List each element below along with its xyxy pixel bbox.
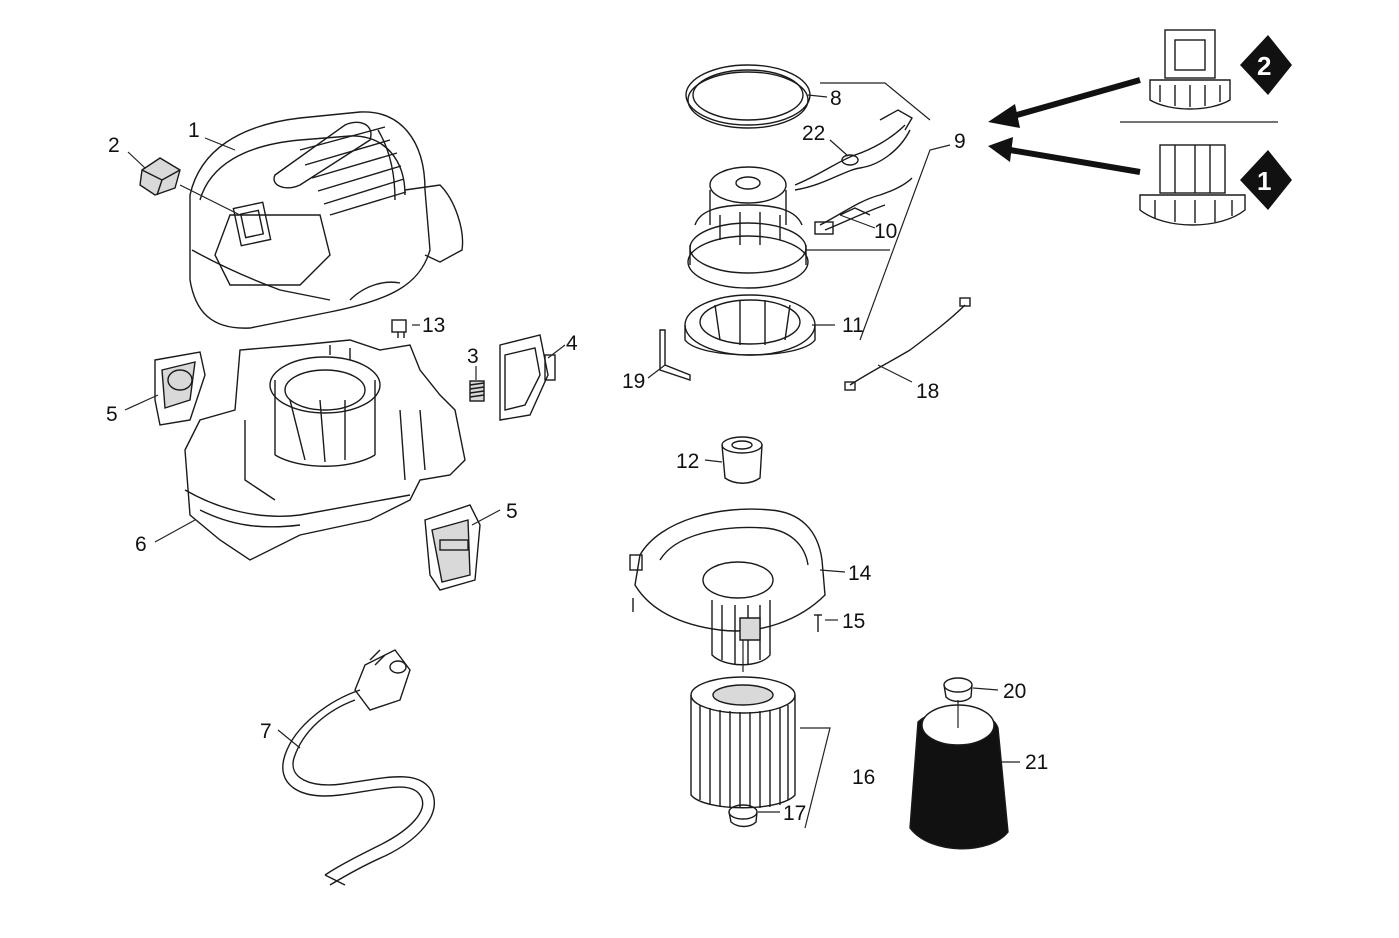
- callout-21: 21: [1025, 751, 1048, 774]
- callout-6: 6: [135, 533, 147, 556]
- callout-18: 18: [916, 380, 939, 403]
- leader-lines: [124, 82, 1020, 829]
- part-16-cartridge-filter[interactable]: [690, 676, 796, 809]
- callout-numbers: 1 2 3 4 5 5 6 7 8 9 10 11 12 13 14 15 16…: [106, 87, 1048, 825]
- variant-1-badge: 1: [1240, 150, 1292, 210]
- part-10-brush-wiring[interactable]: [814, 177, 913, 235]
- part-20-cap[interactable]: [943, 677, 973, 703]
- part-8-gasket[interactable]: [685, 64, 811, 129]
- callout-11: 11: [842, 314, 864, 337]
- callout-4: 4: [566, 332, 578, 355]
- variant-2-arrow: [988, 77, 1141, 128]
- callout-16: 16: [852, 766, 875, 789]
- callout-14: 14: [848, 562, 872, 585]
- part-9-motor[interactable]: [687, 166, 809, 289]
- callout-15: 15: [842, 610, 865, 633]
- part-4-bracket[interactable]: [499, 334, 556, 421]
- variant-1-arrow: [988, 137, 1141, 175]
- callout-7: 7: [260, 720, 272, 743]
- callout-17: 17: [783, 802, 806, 825]
- callout-3: 3: [467, 345, 479, 368]
- part-14-filter-housing[interactable]: [629, 508, 826, 666]
- callout-13: 13: [422, 314, 445, 337]
- callout-22: 22: [802, 122, 825, 145]
- callout-2: 2: [108, 134, 120, 157]
- callout-19: 19: [622, 370, 645, 393]
- part-19-clip[interactable]: [659, 329, 691, 381]
- part-13-connector[interactable]: [391, 319, 407, 338]
- variant-2-label: 2: [1257, 51, 1271, 81]
- callout-12: 12: [676, 450, 699, 473]
- variant-2-motor-thumbnail[interactable]: [1149, 29, 1231, 110]
- part-2-switch[interactable]: [139, 157, 181, 196]
- variant-2-badge: 2: [1240, 35, 1292, 95]
- callout-10: 10: [874, 220, 897, 243]
- callout-5a: 5: [106, 403, 118, 426]
- variant-1-motor-thumbnail[interactable]: [1139, 144, 1246, 226]
- part-1-top-cover[interactable]: [189, 111, 464, 329]
- part-7-power-cord[interactable]: [282, 649, 435, 886]
- callout-5b: 5: [506, 500, 518, 523]
- part-17-nut[interactable]: [728, 804, 758, 828]
- part-22-wiring[interactable]: [794, 109, 913, 191]
- part-12-bushing[interactable]: [721, 436, 763, 484]
- part-11-mount-ring[interactable]: [684, 294, 816, 356]
- part-18-cable[interactable]: [844, 297, 971, 391]
- part-6-base-housing[interactable]: [184, 339, 466, 561]
- part-15-pin[interactable]: [632, 598, 822, 632]
- callout-8: 8: [830, 87, 842, 110]
- part-3-spring[interactable]: [469, 380, 485, 402]
- callout-1: 1: [188, 119, 200, 142]
- variant-1-label: 1: [1257, 166, 1271, 196]
- part-21-filter-sleeve[interactable]: [909, 704, 1009, 850]
- callout-9: 9: [954, 130, 966, 153]
- callout-20: 20: [1003, 680, 1026, 703]
- part-5-latch-right[interactable]: [424, 504, 481, 591]
- part-5-latch-left[interactable]: [154, 351, 206, 426]
